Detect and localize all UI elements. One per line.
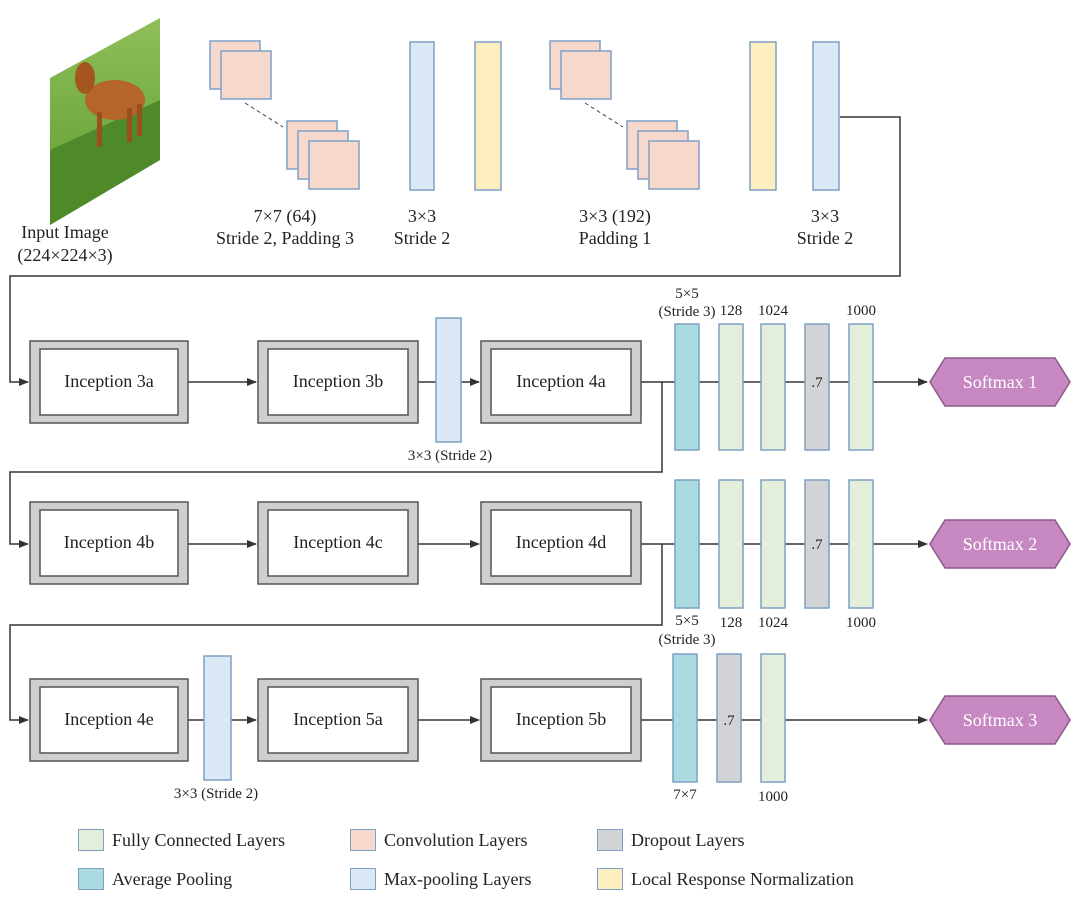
legend-label-dropout: Dropout Layers — [631, 829, 745, 850]
pool2-kernel-label: 3×3 — [810, 206, 840, 226]
legend-item-conv: Convolution Layers — [350, 826, 527, 854]
aux2-fc128 — [718, 479, 744, 609]
aux1-dropout — [804, 323, 830, 451]
maxpool4-block — [203, 655, 232, 781]
aux2-avgpool-stride: (Stride 3) — [658, 632, 716, 648]
legend-label-avgpool: Average Pooling — [112, 868, 233, 889]
legend-swatch-lrn — [597, 868, 623, 890]
softmax-3-shape — [929, 695, 1071, 745]
legend-label-conv: Convolution Layers — [384, 829, 528, 850]
pool1-kernel-label: 3×3 — [407, 206, 437, 226]
aux1-fc1024 — [760, 323, 786, 451]
inception-3b — [257, 340, 419, 424]
inception-4c-label: Inception 4c — [293, 532, 383, 552]
conv2-kernel-label: 3×3 (192) — [579, 206, 651, 226]
legend-label-lrn: Local Response Normalization — [631, 868, 854, 889]
input-image-title: Input Image — [21, 222, 109, 242]
row1-connectors — [9, 378, 928, 548]
legend-swatch-conv — [350, 829, 376, 851]
softmax-2-label: Softmax 2 — [962, 534, 1038, 554]
maxpool4-label: 3×3 (Stride 2) — [173, 786, 259, 802]
input-image — [50, 18, 160, 225]
inception-4b — [29, 501, 189, 585]
stem-connector — [9, 116, 901, 386]
aux1-fc128-label: 128 — [719, 303, 743, 319]
aux2-fc1024-label: 1024 — [758, 615, 788, 631]
legend-item-lrn: Local Response Normalization — [597, 865, 854, 893]
lrn2-block — [749, 41, 777, 191]
row2-connectors — [9, 540, 928, 724]
aux1-fc128 — [718, 323, 744, 451]
aux2-dropout — [804, 479, 830, 609]
aux2-avgpool-size: 5×5 — [675, 613, 699, 629]
aux1-avgpool — [674, 323, 700, 451]
inception-3a — [29, 340, 189, 424]
pool1-stride-label: Stride 2 — [393, 228, 451, 248]
maxpool1-block — [409, 41, 435, 191]
inception-4a-label: Inception 4a — [516, 371, 606, 391]
final-fc1000 — [760, 653, 786, 783]
legend-label-maxpool: Max-pooling Layers — [384, 868, 532, 889]
aux2-fc1024 — [760, 479, 786, 609]
legend-item-fc: Fully Connected Layers — [78, 826, 285, 854]
aux2-fc128-label: 128 — [719, 615, 743, 631]
pool2-stride-label: Stride 2 — [796, 228, 854, 248]
inception-4e-label: Inception 4e — [64, 709, 154, 729]
legend-item-dropout: Dropout Layers — [597, 826, 744, 854]
conv2-stack — [549, 40, 700, 190]
aux1-avgpool-stride: (Stride 3) — [658, 304, 716, 320]
inception-5b — [480, 678, 642, 762]
final-avgpool — [672, 653, 698, 783]
aux1-fc1000 — [848, 323, 874, 451]
inception-4d-label: Inception 4d — [515, 532, 607, 552]
aux2-fc1000-label: 1000 — [846, 615, 876, 631]
conv2-padding-label: Padding 1 — [578, 228, 652, 248]
lrn1-block — [474, 41, 502, 191]
conv1-kernel-label: 7×7 (64) — [253, 206, 317, 226]
inception-4d — [480, 501, 642, 585]
legend-swatch-dropout — [597, 829, 623, 851]
softmax-1-shape — [929, 357, 1071, 407]
legend-swatch-avgpool — [78, 868, 104, 890]
aux1-fc1024-label: 1024 — [758, 303, 788, 319]
inception-5a-label: Inception 5a — [293, 709, 383, 729]
maxpool3-label: 3×3 (Stride 2) — [407, 448, 493, 464]
final-dropout — [716, 653, 742, 783]
aux1-fc1000-label: 1000 — [846, 303, 876, 319]
final-dropout-label: .7 — [723, 713, 735, 729]
conv1-stack — [209, 40, 360, 190]
inception-5b-label: Inception 5b — [515, 709, 607, 729]
legend-swatch-fc — [78, 829, 104, 851]
legend-swatch-maxpool — [350, 868, 376, 890]
inception-4e — [29, 678, 189, 762]
inception-3b-label: Inception 3b — [292, 371, 384, 391]
final-fc1000-label: 1000 — [758, 789, 788, 805]
maxpool2-block — [812, 41, 840, 191]
input-image-size: (224×224×3) — [17, 245, 113, 265]
inception-4c — [257, 501, 419, 585]
softmax-1-label: Softmax 1 — [962, 372, 1038, 392]
maxpool3-block — [435, 317, 462, 443]
legend-item-avgpool: Average Pooling — [78, 865, 232, 893]
inception-5a — [257, 678, 419, 762]
softmax-2-shape — [929, 519, 1071, 569]
conv1-params-label: Stride 2, Padding 3 — [216, 228, 354, 248]
aux1-dropout-label: .7 — [811, 375, 823, 391]
inception-4a — [480, 340, 642, 424]
final-avgpool-label: 7×7 — [673, 787, 697, 803]
legend-label-fc: Fully Connected Layers — [112, 829, 285, 850]
aux2-avgpool — [674, 479, 700, 609]
aux2-dropout-label: .7 — [811, 537, 823, 553]
aux1-avgpool-size: 5×5 — [675, 286, 699, 302]
inception-3a-label: Inception 3a — [64, 371, 154, 391]
softmax-3-label: Softmax 3 — [962, 710, 1038, 730]
legend-item-maxpool: Max-pooling Layers — [350, 865, 531, 893]
aux2-fc1000 — [848, 479, 874, 609]
inception-4b-label: Inception 4b — [63, 532, 155, 552]
